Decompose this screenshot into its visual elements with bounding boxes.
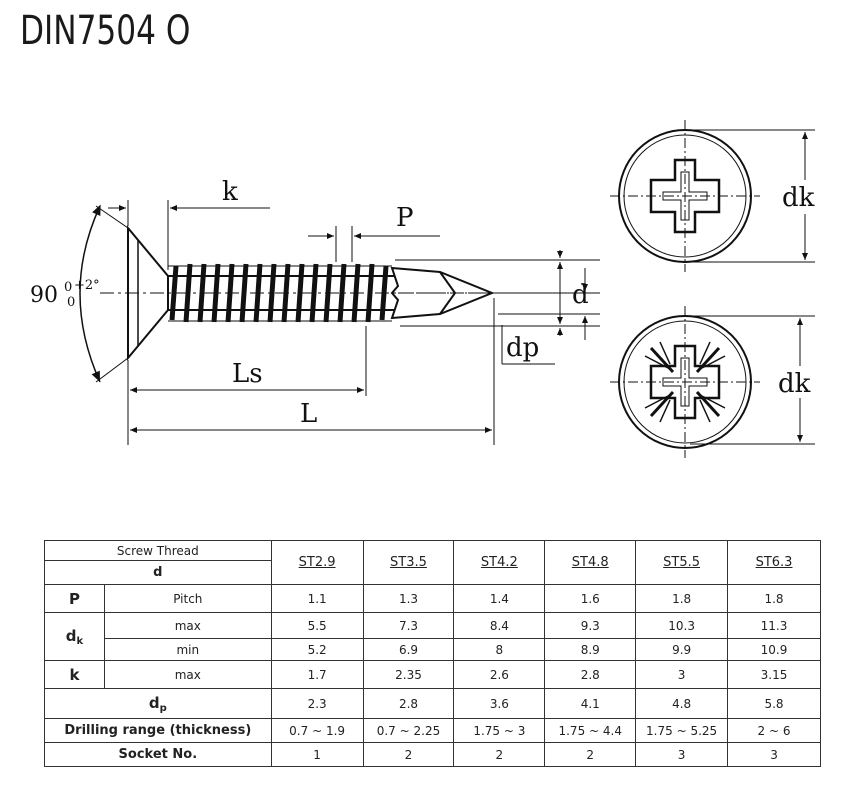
size-header: ST4.2 [453,540,546,585]
table-cell: 2.8 [544,660,637,689]
table-cell: 2.3 [270,688,364,719]
table-cell: 1.3 [362,584,455,613]
table-cell: 9.3 [544,612,637,639]
table-cell: 8.9 [544,638,637,661]
screw-thread-label: Screw Thread [44,540,272,561]
table-row: k max 1.7 2.35 2.6 2.8 3 3.15 [44,660,821,689]
dk-min-label: min [103,638,272,661]
k-dimension [108,200,270,270]
socket-label: Socket No. [44,742,272,767]
table-cell: 1.75 ~ 5.25 [635,718,729,743]
table-cell: 1 [270,742,364,767]
k-max-label: max [103,660,272,689]
table-cell: 2 [362,742,455,767]
l-dimension [130,298,495,445]
ls-label: Ls [232,359,263,389]
table-cell: 3.6 [453,688,546,719]
table-cell: 8 [453,638,546,661]
table-row: Drilling range (thickness) 0.7 ~ 1.9 0.7… [44,718,821,743]
table-cell: 1.8 [635,584,729,613]
page-title: DIN7504 O [20,8,191,54]
pozidriv-head-view [610,306,815,458]
l-label: L [300,399,317,429]
ls-dimension [127,326,367,445]
table-cell: 1.4 [453,584,546,613]
table-cell: 1.7 [270,660,364,689]
size-header: ST5.5 [635,540,729,585]
table-row: min 5.2 6.9 8 8.9 9.9 10.9 [45,638,821,661]
table-cell: 0.7 ~ 1.9 [270,718,364,743]
table-cell: 5.5 [270,612,364,639]
table-row: P Pitch 1.1 1.3 1.4 1.6 1.8 1.8 [44,584,821,613]
dk-symbol: dk [44,612,105,661]
k-symbol: k [44,660,105,689]
table-cell: 2 [453,742,546,767]
table-cell: 1.75 ~ 3 [453,718,546,743]
table-cell: 0.7 ~ 2.25 [362,718,455,743]
table-cell: 2 [544,742,637,767]
dk-top-label: dk [782,183,815,213]
table-cell: 3 [727,742,821,767]
pitch-symbol: P [44,584,105,613]
table-row: dp 2.3 2.8 3.6 4.1 4.8 5.8 [44,688,821,719]
table-cell: 5.2 [270,638,364,661]
pitch-label: Pitch [103,584,272,613]
table-cell: 2.8 [362,688,455,719]
table-cell: 3 [635,660,729,689]
size-header: ST4.8 [544,540,637,585]
table-cell: 1.1 [270,584,364,613]
table-cell: 5.8 [727,688,821,719]
dk-max-label: max [103,612,272,639]
k-label: k [222,177,238,207]
table-cell: 2.35 [362,660,455,689]
size-header: ST3.5 [362,540,455,585]
table-cell: 1.6 [544,584,637,613]
angle-sup-label: 0 [64,280,72,295]
header-row: Screw Thread ST2.9 ST3.5 ST4.2 ST4.8 ST5… [44,540,821,585]
table-cell: 9.9 [635,638,729,661]
table-cell: 11.3 [727,612,821,639]
dp-symbol: dp [44,688,272,719]
table-cell: 1.75 ~ 4.4 [544,718,637,743]
table-cell: 3.15 [727,660,821,689]
table-cell: 2 ~ 6 [727,718,821,743]
p-label: P [396,203,414,233]
size-header: ST6.3 [727,540,821,585]
table-cell: 3 [635,742,729,767]
drilling-range-label: Drilling range (thickness) [44,718,272,743]
p-dimension [308,226,440,262]
dp-dimension [492,268,600,365]
table-cell: 1.8 [727,584,821,613]
specification-table: Screw Thread ST2.9 ST3.5 ST4.2 ST4.8 ST5… [44,540,821,767]
table-cell: 10.9 [727,638,821,661]
angle-label: 90 [30,283,58,308]
dp-label: dp [506,333,539,363]
angle-tolerance-label: +2° [74,278,100,293]
size-header: ST2.9 [270,540,364,585]
table-cell: 2.6 [453,660,546,689]
table-cell: 7.3 [362,612,455,639]
table-cell: 4.1 [544,688,637,719]
d-label: d [572,280,589,310]
table-row: dk max 5.5 7.3 8.4 9.3 10.3 11.3 [44,612,821,661]
dk-bottom-label: dk [778,369,811,399]
table-row: Socket No. 1 2 2 2 3 3 [44,742,821,767]
angle-arc [79,204,101,383]
screw-technical-drawing: 90 0 +2° 0 k P d dp [30,120,815,458]
table-cell: 8.4 [453,612,546,639]
d-header-label: d [44,560,272,585]
angle-sub-label: 0 [67,295,75,310]
table-cell: 10.3 [635,612,729,639]
d-dimension [395,250,600,336]
phillips-head-view [610,120,815,272]
table-cell: 6.9 [362,638,455,661]
table-cell: 4.8 [635,688,729,719]
